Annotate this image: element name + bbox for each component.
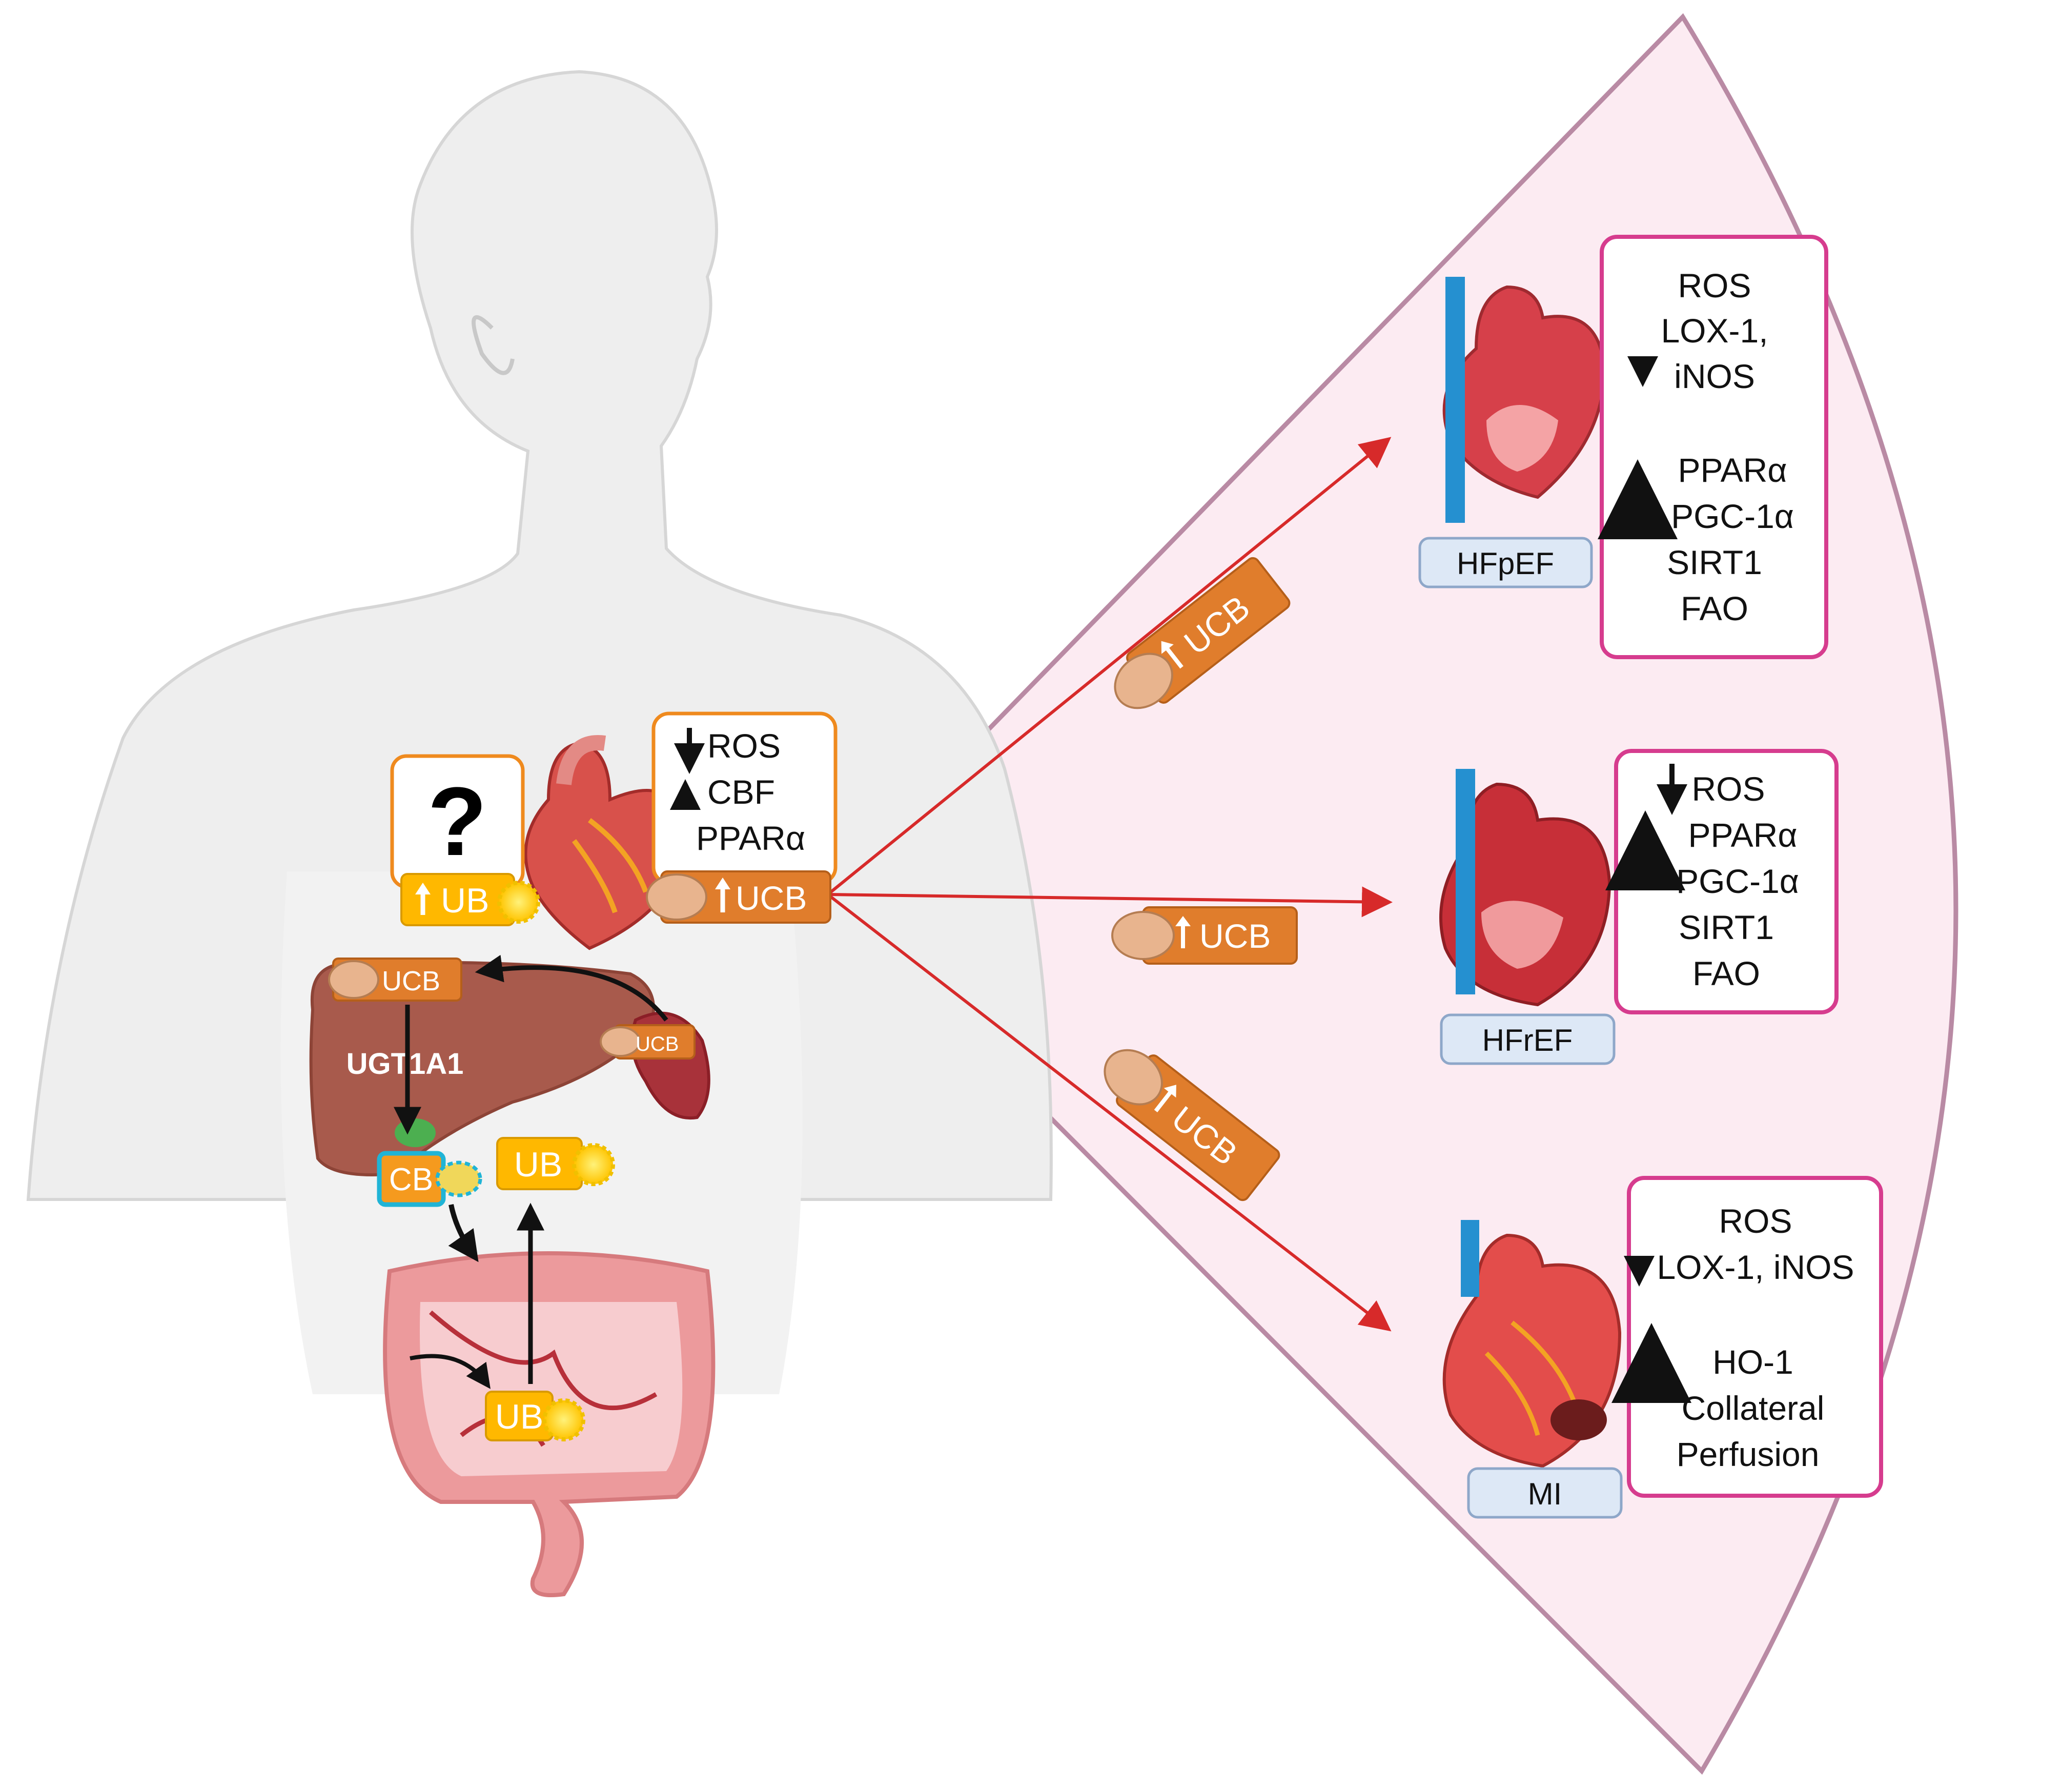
heart-up-item: PPARα bbox=[696, 819, 805, 857]
sun-icon bbox=[497, 881, 540, 924]
sun-icon bbox=[572, 1143, 615, 1186]
ub-gut-label: UB bbox=[495, 1397, 543, 1436]
sun-icon bbox=[542, 1398, 585, 1441]
ub-heart-badge: UB bbox=[400, 873, 540, 926]
spleen-ucb-label: UCB bbox=[636, 1033, 679, 1055]
mi-down-list: ROS LOX-1, iNOS bbox=[1657, 1202, 1854, 1286]
up-item: Collateral bbox=[1682, 1389, 1825, 1427]
down-item: ROS bbox=[1691, 770, 1765, 808]
albumin-icon bbox=[600, 1026, 641, 1057]
heart-hfpef-illustration bbox=[1442, 277, 1606, 523]
ucb-heart-label: UCB bbox=[736, 879, 807, 917]
heart-hfref-illustration bbox=[1439, 769, 1611, 1007]
arrow-to-hfpef bbox=[827, 437, 1392, 896]
hfpef-effects-panel bbox=[1600, 235, 1828, 659]
up-item: PGC-1α bbox=[1671, 497, 1794, 535]
cb-label: CB bbox=[389, 1162, 433, 1197]
question-mark: ? bbox=[427, 767, 487, 876]
down-item: ROS bbox=[1719, 1202, 1792, 1240]
spleen-ucb-badge: UCB bbox=[600, 1024, 696, 1060]
heart-up-item: CBF bbox=[707, 773, 775, 811]
liver-ucb-badge: UCB bbox=[328, 958, 462, 1002]
spleen-to-liver-arrow bbox=[475, 954, 668, 1022]
up-item: SIRT1 bbox=[1679, 908, 1774, 946]
hfpef-tag bbox=[1418, 537, 1593, 588]
heart-down-item: ROS bbox=[707, 727, 781, 765]
down-item: ROS bbox=[1678, 267, 1751, 304]
ub-mid-label: UB bbox=[514, 1145, 562, 1184]
hfpef-down-list: ROS LOX-1, iNOS bbox=[1661, 267, 1768, 395]
gallbladder bbox=[395, 1118, 436, 1147]
cb-to-gut-arrow bbox=[448, 1204, 479, 1262]
cb-badge: CB bbox=[377, 1151, 482, 1207]
albumin-icon bbox=[328, 960, 379, 999]
arrow-to-hfref bbox=[827, 886, 1393, 918]
hfref-up-list: PPARα PGC-1α SIRT1 FAO bbox=[1676, 816, 1799, 992]
gut-loop-arrow bbox=[410, 1354, 491, 1389]
hfref-down-list: ROS bbox=[1691, 770, 1765, 808]
up-item: PGC-1α bbox=[1676, 862, 1799, 900]
hfref-tag-label: HFrEF bbox=[1482, 1023, 1573, 1057]
ub-heart-label: UB bbox=[441, 881, 489, 920]
liver-ucb-label: UCB bbox=[382, 966, 440, 996]
up-item: FAO bbox=[1692, 954, 1760, 992]
down-item: iNOS bbox=[1674, 357, 1755, 395]
transport-ucb-badge-hfref: UCB bbox=[1111, 906, 1298, 965]
hfpef-up-list: PPARα PGC-1α SIRT1 FAO bbox=[1667, 451, 1794, 627]
up-item: Perfusion bbox=[1677, 1435, 1820, 1473]
ear-outline bbox=[472, 315, 515, 375]
up-item: HO-1 bbox=[1712, 1343, 1793, 1381]
mi-tag bbox=[1467, 1467, 1623, 1519]
ugt1a1-label: UGT1A1 bbox=[346, 1047, 464, 1081]
ucb-heart-badge: UCB bbox=[646, 870, 831, 924]
arrow-to-mi bbox=[827, 893, 1392, 1332]
ub-gut-badge: UB bbox=[485, 1391, 585, 1441]
hfpef-tag-label: HFpEF bbox=[1457, 546, 1554, 581]
mi-tag-label: MI bbox=[1528, 1477, 1562, 1511]
down-item: LOX-1, iNOS bbox=[1657, 1248, 1854, 1286]
up-item: SIRT1 bbox=[1667, 543, 1762, 581]
down-item: LOX-1, bbox=[1661, 312, 1768, 350]
mi-up-list: HO-1 Collateral Perfusion bbox=[1677, 1343, 1825, 1473]
ub-mid-badge: UB bbox=[496, 1137, 615, 1190]
up-item: PPARα bbox=[1678, 451, 1787, 489]
albumin-icon bbox=[646, 873, 707, 921]
body-heart-illustration bbox=[524, 735, 684, 950]
hfref-tag bbox=[1440, 1013, 1616, 1065]
heart-mi-illustration bbox=[1442, 1220, 1622, 1468]
transport-ucb-label: UCB bbox=[1199, 917, 1271, 955]
glucuronide-icon bbox=[435, 1160, 482, 1197]
up-item: FAO bbox=[1681, 589, 1748, 627]
human-body-silhouette bbox=[26, 70, 1053, 1394]
up-item: PPARα bbox=[1688, 816, 1798, 854]
